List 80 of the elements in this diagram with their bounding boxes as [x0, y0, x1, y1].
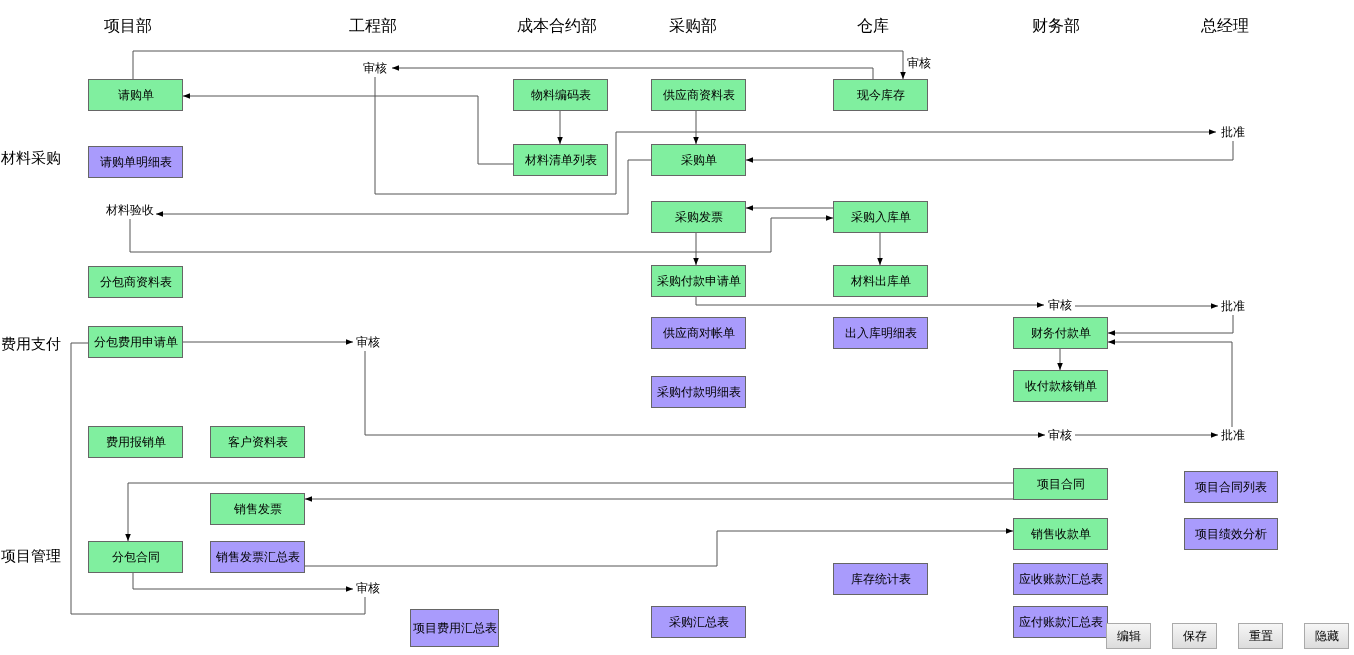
- column-header: 仓库: [857, 16, 889, 37]
- form-box: 销售发票: [210, 493, 305, 525]
- form-box: 应收账款汇总表: [1013, 563, 1108, 595]
- form-box: 费用报销单: [88, 426, 183, 458]
- form-box: 客户资料表: [210, 426, 305, 458]
- form-box: 项目合同列表: [1184, 471, 1278, 503]
- step-label: 批准: [1218, 298, 1248, 315]
- form-box: 采购入库单: [833, 201, 928, 233]
- form-box: 请购单明细表: [88, 146, 183, 178]
- form-box: 销售收款单: [1013, 518, 1108, 550]
- row-header: 材料采购: [1, 149, 61, 168]
- row-header: 项目管理: [1, 547, 61, 566]
- step-label: 审核: [358, 60, 392, 77]
- column-header: 成本合约部: [517, 16, 597, 37]
- form-box: 财务付款单: [1013, 317, 1108, 349]
- column-header: 项目部: [104, 16, 152, 37]
- arrow: [877, 232, 883, 266]
- form-box: 出入库明细表: [833, 317, 928, 349]
- column-header: 工程部: [349, 16, 397, 37]
- arrow: [182, 339, 354, 345]
- toolbar-button: 隐藏: [1304, 623, 1349, 649]
- form-box: 分包费用申请单: [88, 326, 183, 358]
- column-header: 总经理: [1201, 16, 1249, 37]
- form-box: 库存统计表: [833, 563, 928, 595]
- arrow: [695, 296, 1045, 308]
- form-box: 采购付款申请单: [651, 265, 746, 297]
- arrow: [1074, 432, 1219, 438]
- form-box: 供应商对帐单: [651, 317, 746, 349]
- form-box: 采购单: [651, 144, 746, 176]
- row-header: 费用支付: [1, 335, 61, 354]
- toolbar-button: 重置: [1238, 623, 1283, 649]
- arrow: [745, 140, 1234, 163]
- step-label: 审核: [1045, 427, 1075, 444]
- arrow: [132, 50, 906, 80]
- form-box: 采购汇总表: [651, 606, 746, 638]
- arrow: [125, 482, 1014, 542]
- arrow: [1107, 339, 1233, 428]
- form-box: 请购单: [88, 79, 183, 111]
- form-box: 项目合同: [1013, 468, 1108, 500]
- arrow: [129, 215, 834, 253]
- form-box: 分包商资料表: [88, 266, 183, 298]
- step-label: 审核: [353, 334, 383, 351]
- form-box: 项目绩效分析: [1184, 518, 1278, 550]
- arrow: [745, 205, 834, 211]
- form-box: 销售发票汇总表: [210, 541, 305, 573]
- form-box: 供应商资料表: [651, 79, 746, 111]
- column-header: 采购部: [669, 16, 717, 37]
- form-box: 项目费用汇总表: [410, 609, 499, 647]
- arrow: [1057, 348, 1063, 371]
- step-label: 材料验收: [104, 202, 156, 219]
- form-box: 材料清单列表: [513, 144, 608, 176]
- arrow: [182, 93, 514, 165]
- arrow: [1074, 303, 1219, 309]
- arrow: [132, 572, 354, 592]
- arrow: [304, 528, 1014, 567]
- form-box: 采购发票: [651, 201, 746, 233]
- arrow: [391, 65, 874, 80]
- arrow: [374, 76, 1217, 195]
- arrow: [155, 159, 652, 217]
- step-label: 审核: [1044, 297, 1075, 314]
- form-box: 分包合同: [88, 541, 183, 573]
- form-box: 收付款核销单: [1013, 370, 1108, 402]
- edge-label: 审核: [906, 56, 932, 70]
- step-label: 批准: [1216, 124, 1250, 141]
- arrow: [364, 350, 1046, 438]
- form-box: 现今库存: [833, 79, 928, 111]
- step-label: 批准: [1218, 427, 1248, 444]
- form-box: 应付账款汇总表: [1013, 606, 1108, 638]
- column-header: 财务部: [1032, 16, 1080, 37]
- arrow: [557, 110, 563, 145]
- form-box: 物料编码表: [513, 79, 608, 111]
- arrow: [693, 232, 699, 266]
- toolbar-button: 保存: [1172, 623, 1217, 649]
- arrow: [304, 496, 1014, 502]
- arrow: [1107, 314, 1234, 336]
- form-box: 材料出库单: [833, 265, 928, 297]
- toolbar-button: 编辑: [1106, 623, 1151, 649]
- form-box: 采购付款明细表: [651, 376, 746, 408]
- step-label: 审核: [353, 580, 383, 597]
- arrow: [693, 110, 699, 145]
